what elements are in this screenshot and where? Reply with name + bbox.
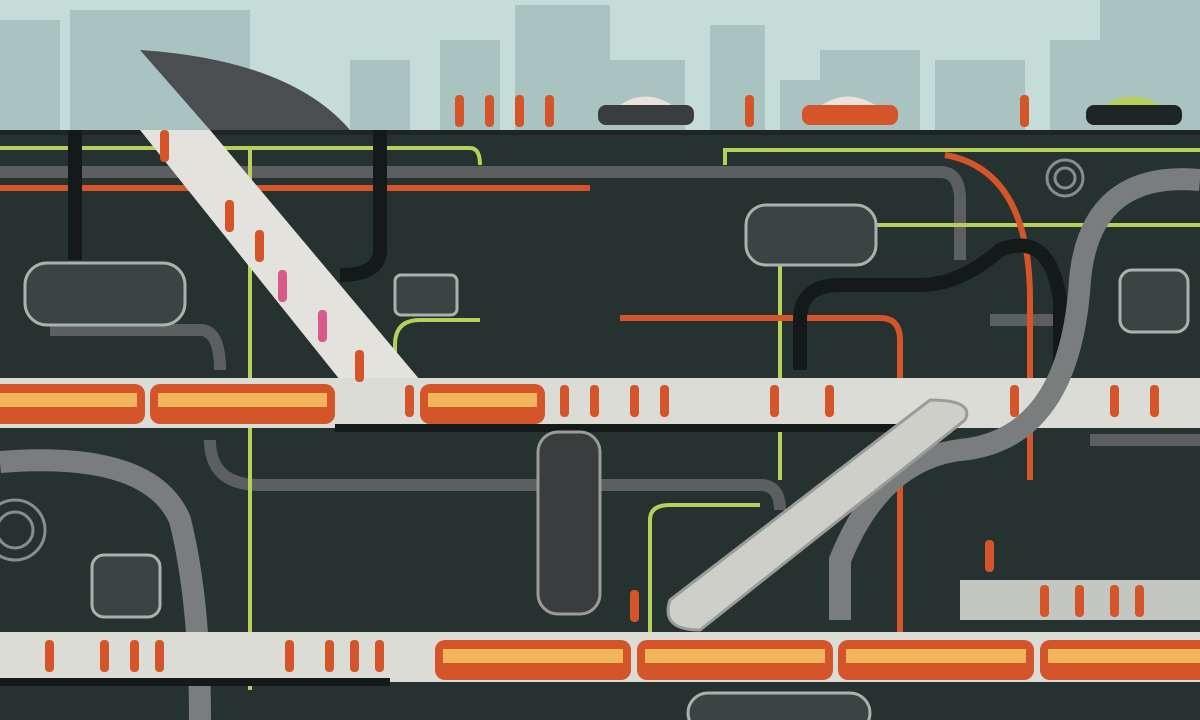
pipes: [0, 166, 1200, 511]
people: [45, 95, 1159, 672]
person: [1020, 95, 1029, 127]
person: [318, 310, 327, 342]
person: [1110, 385, 1119, 417]
black-cables: [68, 130, 1067, 380]
person: [560, 385, 569, 417]
person: [325, 640, 334, 672]
train-window: [428, 393, 537, 407]
rooms: [23, 203, 1190, 720]
person: [660, 385, 669, 417]
train-window: [443, 649, 623, 663]
person: [100, 640, 109, 672]
person: [770, 385, 779, 417]
person: [375, 640, 384, 672]
street-cars: [598, 96, 1182, 125]
person: [515, 95, 524, 127]
person: [825, 385, 834, 417]
person: [630, 590, 639, 622]
person: [1040, 585, 1049, 617]
person: [160, 130, 169, 162]
person: [985, 540, 994, 572]
person: [545, 95, 554, 127]
person: [1135, 585, 1144, 617]
person: [355, 350, 364, 382]
stair-shaft: [536, 430, 602, 616]
person: [1150, 385, 1159, 417]
person: [45, 640, 54, 672]
train-window: [1048, 649, 1200, 663]
person: [1110, 585, 1119, 617]
person: [1010, 385, 1019, 417]
person: [455, 95, 464, 127]
staircase: [140, 130, 420, 380]
person: [485, 95, 494, 127]
train-window: [645, 649, 825, 663]
person: [350, 640, 359, 672]
lower-trains: [435, 640, 1200, 680]
person: [130, 640, 139, 672]
train-window: [0, 393, 137, 407]
upper-trains: [0, 384, 545, 424]
dome-building: [140, 50, 350, 130]
person: [285, 640, 294, 672]
red-lines: [0, 152, 1033, 640]
train-window: [846, 649, 1026, 663]
person: [155, 640, 164, 672]
vents: [0, 158, 1085, 562]
person: [745, 95, 754, 127]
person: [405, 385, 414, 417]
person: [225, 200, 234, 232]
escalator: [666, 398, 969, 632]
person: [278, 270, 287, 302]
person: [255, 230, 264, 262]
train-window: [158, 393, 327, 407]
person: [630, 385, 639, 417]
person: [590, 385, 599, 417]
person: [1075, 585, 1084, 617]
